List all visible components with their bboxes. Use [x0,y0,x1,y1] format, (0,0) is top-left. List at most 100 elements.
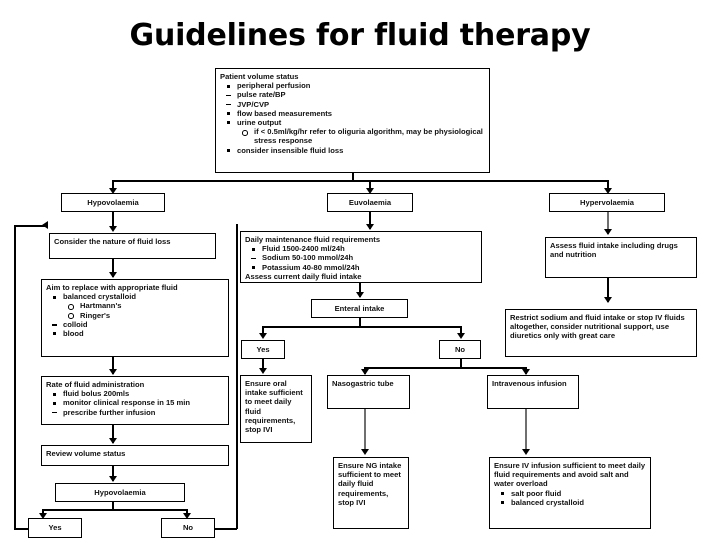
connector-aim-to-rate [112,357,114,374]
list-item: colloid [46,320,224,329]
arrow-to-nasogastric-tube [361,369,369,375]
node-no-mid: No [439,340,481,359]
connector-to-euvolaemia [369,180,371,190]
assessment-bullets: peripheral perfusion pulse rate/BP JVP/C… [220,81,485,127]
connector-to-no-mid [460,326,462,336]
connector-yes-mid-down [262,359,264,372]
arrow-to-no-mid [457,333,465,339]
arrow-loop-into-consider [42,221,48,229]
list-item: Fluid 1500-2400 ml/24h [245,244,477,253]
list-item: Sodium 50-100 mmol/24h [245,253,477,262]
list-item: balanced crystalloid [494,498,646,507]
aim-bullets: balanced crystalloid [46,292,224,301]
assessment-heading: Patient volume status [220,72,299,81]
node-ensure-ng-intake: Ensure NG intake sufficient to meet dail… [333,457,409,529]
list-item: fluid bolus 200mls [46,389,224,398]
node-label: Restrict sodium and fluid intake or stop… [510,313,685,341]
node-enteral-intake: Enteral intake [311,299,408,318]
connector-to-hypervolaemia [607,180,609,190]
arrow-to-aim-replace [109,272,117,278]
list-item: flow based measurements [220,109,485,118]
node-label: Assess fluid intake including drugs and … [550,241,678,260]
aim-dash-bullets: colloid blood [46,320,224,338]
node-label: Hypovolaemia [94,487,146,497]
connector-euvo-down [369,212,371,229]
page-title: Guidelines for fluid therapy [129,18,591,53]
rate-bullets: fluid bolus 200mls monitor clinical resp… [46,389,224,417]
list-item: blood [46,329,224,338]
connector-consider-to-aim [112,259,114,277]
list-item: peripheral perfusion [220,81,485,90]
node-hypervolaemia: Hypervolaemia [549,193,665,212]
node-daily-maintenance: Daily maintenance fluid requirements Flu… [240,231,482,283]
node-footer: Assess current daily fluid intake [245,271,362,281]
list-item: urine output [220,118,485,127]
list-item: consider insensible fluid loss [220,146,485,155]
ensure-iv-bullets: salt poor fluid balanced crystalloid [494,489,646,507]
arrow-to-ensure-iv [522,449,530,455]
node-label: Ensure oral intake sufficient to meet da… [245,379,303,435]
node-consider-nature: Consider the nature of fluid loss [49,233,216,259]
connector-recheck-down [112,502,114,510]
connector-no-mid-down [460,359,462,368]
connector-to-yes-mid [262,326,264,336]
connector-assess-to-restrict [607,278,609,302]
arrow-consider-nature [109,226,117,232]
node-euvolaemia: Euvolaemia [327,193,413,212]
list-item: if < 0.5ml/kg/hr refer to oliguria algor… [220,127,485,145]
node-label: Hypervolaemia [579,197,635,207]
loop-yes-left-in [14,225,46,227]
node-yes-mid: Yes [241,340,285,359]
node-patient-volume-status: Patient volume status peripheral perfusi… [215,68,490,173]
connector-yesno-bus-left [42,509,187,511]
connector-hypo-down [112,212,114,230]
connector-assessment-bottom [352,173,354,181]
node-nasogastric-tube: Nasogastric tube [327,375,410,409]
node-label: Euvolaemia [348,197,392,207]
node-rate-administration: Rate of fluid administration fluid bolus… [41,376,229,425]
node-intravenous-infusion: Intravenous infusion [487,375,579,409]
arrow-to-hypovolaemia [109,188,117,194]
node-label: Intravenous infusion [492,379,567,388]
list-item: pulse rate/BP [220,90,485,99]
node-label: Review volume status [46,449,126,458]
node-label: Ensure NG intake sufficient to meet dail… [338,461,402,507]
node-label: Yes [48,523,62,533]
arrow-to-restrict-sodium [604,297,612,303]
connector-iv-to-ensure-iv [525,409,527,453]
arrow-to-assess-intake [604,229,612,235]
node-no-left: No [161,518,215,538]
list-item: JVP/CVP [220,100,485,109]
connector-no-mid-bus [364,367,526,369]
connector-review-to-recheck [112,466,114,481]
node-hypovolaemia-recheck: Hypovolaemia [55,483,185,502]
assessment-subbullets: if < 0.5ml/kg/hr refer to oliguria algor… [220,127,485,145]
node-ensure-iv-infusion: Ensure IV infusion sufficient to meet da… [489,457,651,529]
arrow-to-yes-left [39,513,47,519]
list-item: salt poor fluid [494,489,646,498]
node-restrict-sodium: Restrict sodium and fluid intake or stop… [505,309,697,357]
arrow-to-rate-admin [109,369,117,375]
connector-hyper-down [607,212,609,234]
node-aim-replace: Aim to replace with appropriate fluid ba… [41,279,229,357]
loop-no-left-up [236,224,238,529]
connector-maintenance-to-enteral [359,283,361,297]
assessment-last-bullet: consider insensible fluid loss [220,146,485,155]
connector-enteral-down [359,318,361,327]
node-heading: Aim to replace with appropriate fluid [46,283,178,292]
node-label: Yes [256,344,270,354]
node-label: No [454,344,466,354]
loop-no-left-out [215,528,237,530]
arrow-to-review-volume [109,438,117,444]
arrow-to-hypervolaemia [604,188,612,194]
node-heading: Daily maintenance fluid requirements [245,235,381,244]
node-label: No [182,523,194,533]
node-review-volume-status: Review volume status [41,445,229,466]
list-item: balanced crystalloid [46,292,224,301]
connector-yesno-bus-mid [262,326,461,328]
list-item: Potassium 40-80 mmol/24h [245,263,477,272]
aim-subbullets: Hartmann's Ringer's [46,301,224,320]
loop-yes-left-out [14,528,29,530]
connector-ng-to-ensure-ng [364,409,366,453]
